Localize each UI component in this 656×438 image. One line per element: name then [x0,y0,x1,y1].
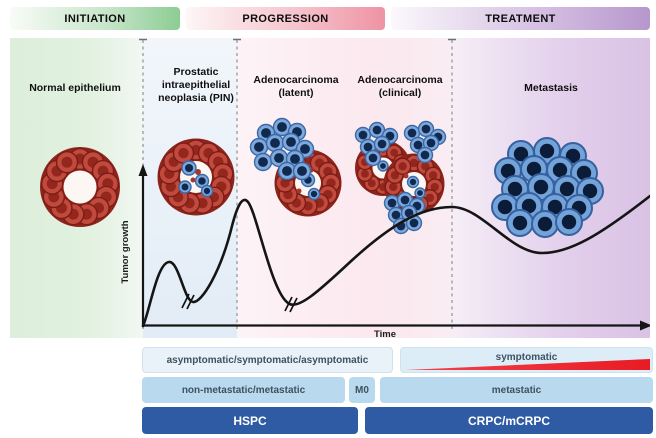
stage-label-normal-epithelium: Normal epithelium [29,82,121,94]
timeline-cell-asymptomatic-symptomatic: asymptomatic/symptomatic/asymptomatic [142,347,393,373]
latent-tumor-cluster [249,117,315,181]
clinical-cluster-bottom [383,191,426,235]
normal-epithelium-illustration [40,147,120,227]
x-axis-label: Time [373,329,396,340]
stage-label-adenocarcinoma-latent: Adenocarcinoma (latent) [253,74,339,99]
y-axis-label: Tumor growth [120,220,131,284]
stage-label-pin: Prostatic intraepithelial neoplasia (PIN… [158,66,234,104]
pin-illustration [157,138,235,216]
axes [138,164,650,331]
timeline-cell-metastatic: metastatic [380,377,653,403]
progression-panel: Normal epithelium Prostatic intraepithel… [10,38,650,340]
tumor-growth-diagram [40,38,650,331]
phase-label-treatment: TREATMENT [485,12,556,25]
x-axis-arrow [640,320,650,331]
timeline-cell-label: symptomatic [495,352,558,363]
timeline-cell-m0: M0 [349,377,375,403]
symptom-severity-wedge [405,359,650,370]
stage-divider [233,38,241,330]
phase-band-initiation: INITIATION [10,7,180,30]
timeline-cell-label: M0 [355,384,369,396]
timeline-cell-label: HSPC [233,413,267,428]
curve-break-marks [181,293,195,310]
phase-label-initiation: INITIATION [64,12,126,25]
timeline-cell-non-metastatic-metastatic: non-metastatic/metastatic [142,377,345,403]
stage-label-adenocarcinoma-clinical: Adenocarcinoma (clinical) [357,74,443,99]
timeline-cell-label: asymptomatic/symptomatic/asymptomatic [166,354,369,366]
timeline-cell-hspc: HSPC [142,407,358,434]
timeline-cell-label: non-metastatic/metastatic [181,384,306,396]
curve-break-marks [284,296,298,313]
phase-band-treatment: TREATMENT [391,7,650,30]
phase-label-progression: PROGRESSION [242,12,329,25]
metastasis-illustration [491,137,604,238]
timeline-cell-label: metastatic [491,384,542,396]
y-axis-arrow [138,164,148,176]
stage-label-metastasis: Metastasis [524,82,578,94]
timeline-cell-label: CRPC/mCRPC [467,413,550,428]
phase-band-progression: PROGRESSION [186,7,385,30]
timeline-cell-symptomatic: symptomatic [400,347,653,373]
timeline-cell-crpc-mcrpc: CRPC/mCRPC [365,407,653,434]
clinical-cluster-top-left [354,121,399,167]
stage-divider [448,38,456,330]
clinical-cluster-top-right [403,120,447,164]
